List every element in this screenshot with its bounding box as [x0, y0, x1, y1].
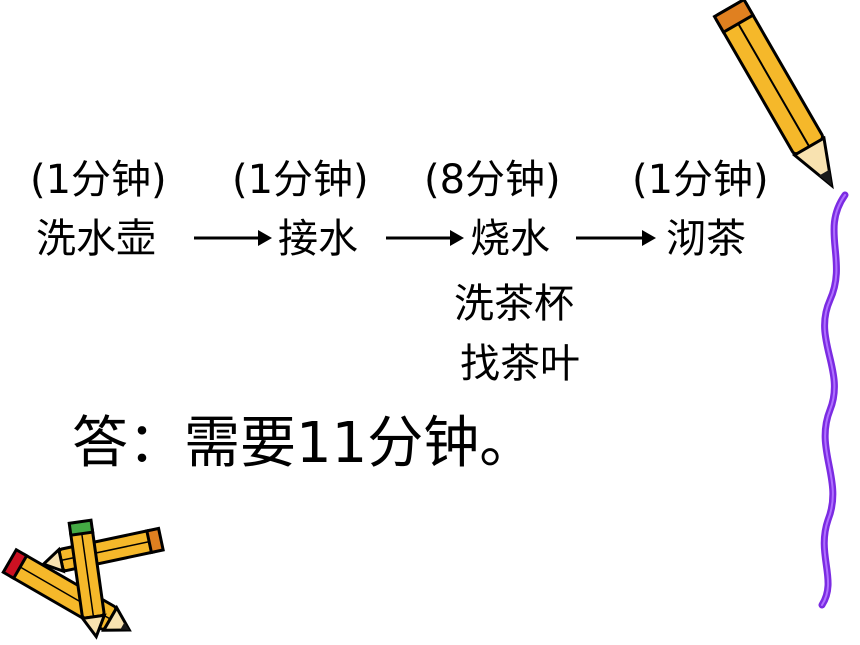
pencils-icon — [1, 518, 165, 640]
arrow-1 — [194, 230, 272, 246]
step-wash-kettle: 洗水壶 — [36, 216, 156, 262]
answer-text: 答：需要11分钟。 — [72, 411, 536, 476]
pencil-icon — [712, 0, 834, 190]
step-fetch-water: 接水 — [278, 216, 358, 262]
squiggle-line — [818, 191, 849, 609]
arrow-2 — [386, 230, 464, 246]
arrow-3 — [576, 230, 656, 246]
step-boil-water: 烧水 — [470, 216, 550, 262]
step-make-tea: 沏茶 — [666, 216, 746, 262]
task-wash-cups: 洗茶杯 — [454, 281, 574, 327]
duration-label-1: (1分钟) — [30, 157, 167, 203]
task-find-tea-leaves: 找茶叶 — [460, 341, 580, 387]
duration-label-2: (1分钟) — [232, 157, 369, 203]
duration-label-4: (1分钟) — [632, 157, 769, 203]
duration-label-3: (8分钟) — [424, 157, 561, 203]
